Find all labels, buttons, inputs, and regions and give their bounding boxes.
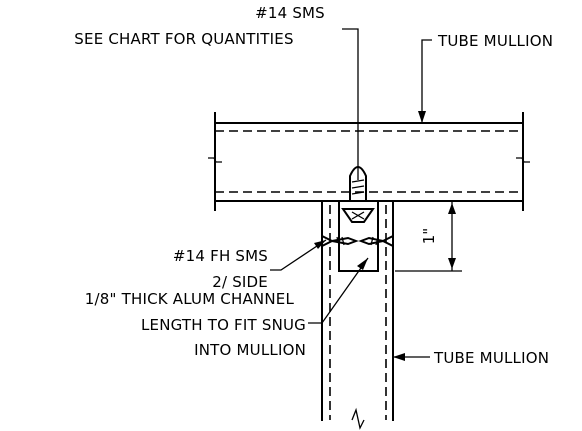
label-sms-top: #14 SMS	[255, 4, 325, 22]
fh-sms-side-screws	[321, 234, 394, 248]
vertical-tube-mullion	[321, 200, 394, 430]
tube-mullion-bottom-leader	[393, 353, 430, 361]
fh-sms-leader	[270, 239, 327, 271]
label-channel-into: INTO MULLION	[194, 341, 306, 359]
sms-top-screw	[341, 166, 375, 223]
label-sms-see-chart: SEE CHART FOR QUANTITIES	[74, 30, 293, 48]
label-fh-sms-side: 2/ SIDE	[212, 273, 268, 291]
label-channel-thick: 1/8" THICK ALUM CHANNEL	[85, 290, 295, 308]
tube-mullion-top-leader	[418, 39, 432, 123]
label-dimension: 1"	[420, 228, 438, 244]
dimension-1-inch	[395, 200, 462, 272]
horizontal-tube-mullion	[208, 112, 530, 211]
channel-leader	[308, 257, 369, 324]
label-tube-mullion-top: TUBE MULLION	[437, 32, 553, 50]
sms-top-leader	[342, 28, 359, 180]
label-fh-sms: #14 FH SMS	[173, 247, 268, 265]
label-channel-length: LENGTH TO FIT SNUG	[141, 316, 306, 334]
label-tube-mullion-bottom: TUBE MULLION	[433, 349, 549, 367]
